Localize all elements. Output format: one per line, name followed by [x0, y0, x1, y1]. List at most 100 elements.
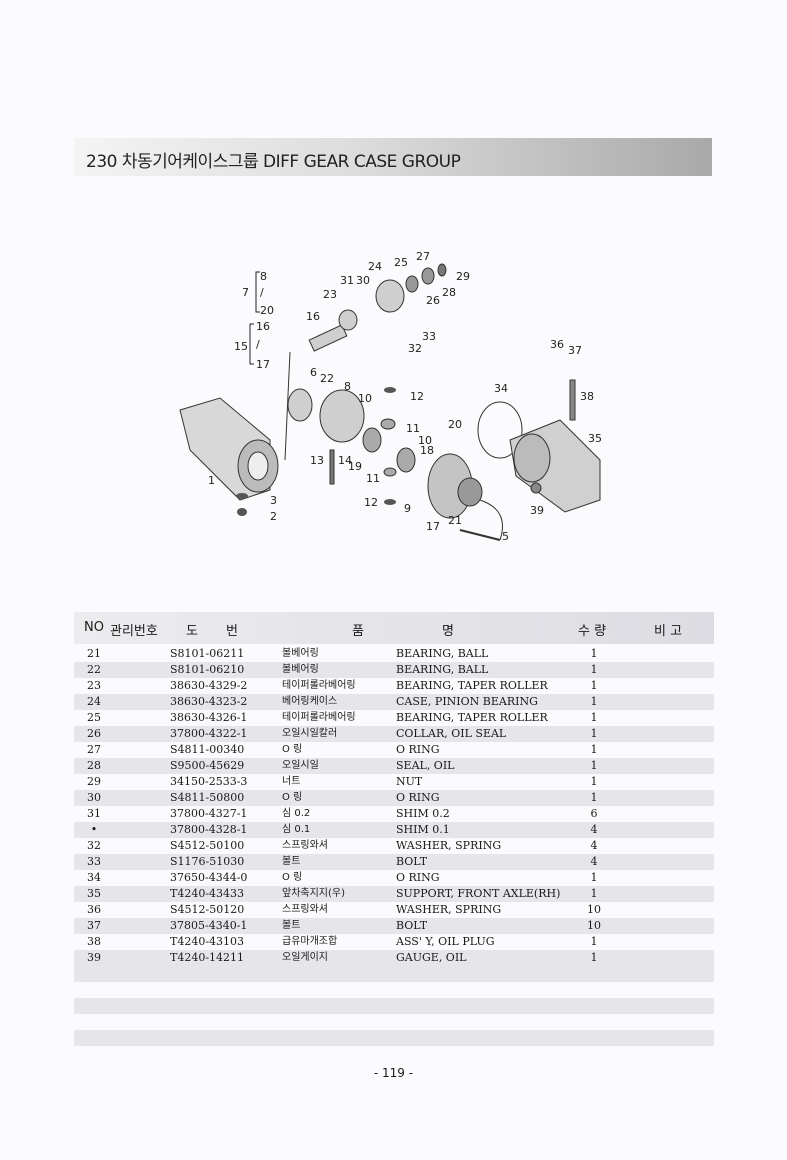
cell-korean-name: 스프링와셔 — [282, 904, 328, 915]
header-mgmt: 관리번호 — [110, 624, 158, 639]
cell-no: 34 — [87, 871, 101, 884]
cell-no: 36 — [87, 903, 101, 916]
page-title: 230 차동기어케이스그룹 DIFF GEAR CASE GROUP — [86, 152, 461, 172]
empty-row — [74, 998, 714, 1014]
svg-text:37: 37 — [568, 344, 582, 357]
svg-text:20: 20 — [260, 304, 274, 317]
svg-text:38: 38 — [580, 390, 594, 403]
svg-text:17: 17 — [426, 520, 440, 533]
cell-quantity: 1 — [590, 663, 598, 676]
cell-no: 35 — [87, 887, 101, 900]
cell-part-number: 34150-2533-3 — [170, 775, 248, 788]
cell-english-name: WASHER, SPRING — [396, 839, 502, 852]
svg-text:/: / — [256, 338, 260, 351]
cell-part-number: S1176-51030 — [170, 855, 245, 868]
svg-text:3: 3 — [270, 494, 277, 507]
cell-quantity: 4 — [590, 855, 598, 868]
svg-text:1: 1 — [208, 474, 215, 487]
cell-no: 21 — [87, 647, 101, 660]
cell-part-number: S4811-50800 — [170, 791, 245, 804]
cell-no: 33 — [87, 855, 101, 868]
cell-no: 22 — [87, 663, 101, 676]
svg-text:39: 39 — [530, 504, 544, 517]
cell-quantity: 1 — [590, 711, 598, 724]
cell-quantity: 1 — [590, 871, 598, 884]
cell-korean-name: O 링 — [282, 872, 303, 883]
right-gear-case — [509, 379, 601, 513]
svg-text:9: 9 — [404, 502, 411, 515]
cell-part-number: S9500-45629 — [170, 759, 245, 772]
cell-quantity: 1 — [590, 695, 598, 708]
svg-text:16: 16 — [256, 320, 270, 333]
cell-korean-name: 오일시일 — [282, 760, 319, 771]
cell-korean-name: 테이퍼롤라베어링 — [282, 712, 356, 723]
cell-english-name: SHIM 0.2 — [396, 807, 450, 820]
cell-quantity: 1 — [590, 935, 598, 948]
svg-text:13: 13 — [310, 454, 324, 467]
bracket-15: 15 16 / 17 — [234, 320, 270, 371]
svg-text:11: 11 — [406, 422, 420, 435]
header-drawing-b: 번 — [226, 624, 238, 639]
svg-text:15: 15 — [234, 340, 248, 353]
cell-english-name: BEARING, TAPER ROLLER — [396, 679, 548, 692]
svg-text:32: 32 — [408, 342, 422, 355]
cell-part-number: 37805-4340-1 — [170, 919, 248, 932]
svg-text:28: 28 — [442, 286, 456, 299]
svg-text:12: 12 — [364, 496, 378, 509]
cell-english-name: BOLT — [396, 855, 428, 868]
header-name-a: 품 — [352, 624, 364, 639]
cell-english-name: GAUGE, OIL — [396, 951, 467, 964]
cell-quantity: 1 — [590, 647, 598, 660]
section-title-bar: 230 차동기어케이스그룹 DIFF GEAR CASE GROUP — [74, 138, 712, 176]
cell-quantity: 4 — [590, 839, 598, 852]
svg-text:5: 5 — [502, 530, 509, 543]
cell-quantity: 1 — [590, 759, 598, 772]
cell-english-name: CASE, PINION BEARING — [396, 695, 538, 708]
cell-english-name: SEAL, OIL — [396, 759, 455, 772]
cell-korean-name: 심 0.2 — [282, 808, 311, 819]
svg-text:35: 35 — [588, 432, 602, 445]
cell-part-number: S4512-50100 — [170, 839, 245, 852]
cell-korean-name: 심 0.1 — [282, 824, 311, 835]
cell-quantity: 1 — [590, 791, 598, 804]
header-remark: 비 고 — [654, 624, 683, 639]
cell-korean-name: 테이퍼롤라베어링 — [282, 680, 356, 691]
page-number: - 119 - — [373, 1066, 414, 1080]
cell-part-number: 37800-4322-1 — [170, 727, 248, 740]
svg-text:17: 17 — [256, 358, 270, 371]
cell-quantity: 1 — [590, 679, 598, 692]
empty-row — [74, 982, 714, 998]
cell-quantity: 1 — [590, 775, 598, 788]
cell-english-name: BEARING, BALL — [396, 647, 489, 660]
cell-no: • — [90, 823, 98, 836]
cell-part-number: 37800-4327-1 — [170, 807, 248, 820]
cell-quantity: 10 — [587, 903, 601, 916]
cell-english-name: O RING — [396, 871, 440, 884]
cell-part-number: T4240-43433 — [170, 887, 245, 900]
svg-text:26: 26 — [426, 294, 440, 307]
empty-row — [74, 1030, 714, 1046]
cell-no: 25 — [87, 711, 101, 724]
svg-text:16: 16 — [306, 310, 320, 323]
empty-row — [74, 1014, 714, 1030]
header-no: NO — [84, 620, 104, 635]
cell-english-name: BEARING, BALL — [396, 663, 489, 676]
cell-korean-name: 너트 — [282, 776, 301, 787]
cell-part-number: 37800-4328-1 — [170, 823, 248, 836]
cell-english-name: BEARING, TAPER ROLLER — [396, 711, 548, 724]
cell-english-name: NUT — [396, 775, 423, 788]
cell-part-number: S4811-00340 — [170, 743, 245, 756]
cell-korean-name: O 링 — [282, 792, 303, 803]
